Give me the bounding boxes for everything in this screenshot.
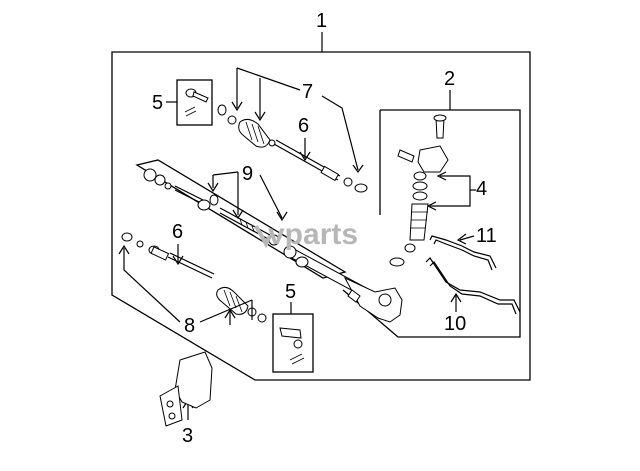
tie-rod-end-upper: [184, 88, 209, 117]
inner-tie-rod-upper: [268, 139, 368, 193]
pressure-line: [429, 235, 497, 271]
callout-5-upper: 5: [152, 92, 163, 114]
leader-7b: [321, 95, 359, 171]
rack-housing: [283, 245, 403, 323]
boot-upper: [217, 104, 271, 148]
callout-11: 11: [476, 225, 497, 247]
return-line: [425, 257, 521, 315]
tie-rod-end-box-lower: [272, 313, 314, 373]
tie-rod-end-box-upper: [176, 79, 213, 126]
callout-6-lower: 6: [172, 221, 183, 243]
leader-7: [236, 67, 301, 91]
boot-lower: [216, 286, 267, 323]
watermark-logo-mark: [254, 225, 272, 249]
watermark-text: vparts: [268, 218, 358, 251]
inner-tie-rod-lower: [121, 232, 215, 279]
callout-3: 3: [182, 425, 193, 447]
inner-rack-frame: [135, 159, 347, 279]
rack-bushing-set: [143, 168, 280, 246]
mounting-bracket: [159, 351, 213, 427]
gear-housing-frame: [342, 109, 521, 338]
callout-5-lower: 5: [285, 281, 296, 303]
tie-rod-end-lower: [279, 327, 305, 365]
callout-9: 9: [242, 163, 253, 185]
callout-8: 8: [184, 315, 195, 337]
callout-2: 2: [444, 68, 455, 90]
callout-7: 7: [302, 81, 313, 103]
callout-6-upper: 6: [298, 115, 309, 137]
assembly-frame-outline: [111, 51, 531, 381]
callout-1: 1: [316, 10, 327, 32]
pinion-valve-assembly: [389, 114, 449, 267]
callout-4: 4: [476, 178, 487, 200]
callout-10: 10: [444, 313, 466, 335]
